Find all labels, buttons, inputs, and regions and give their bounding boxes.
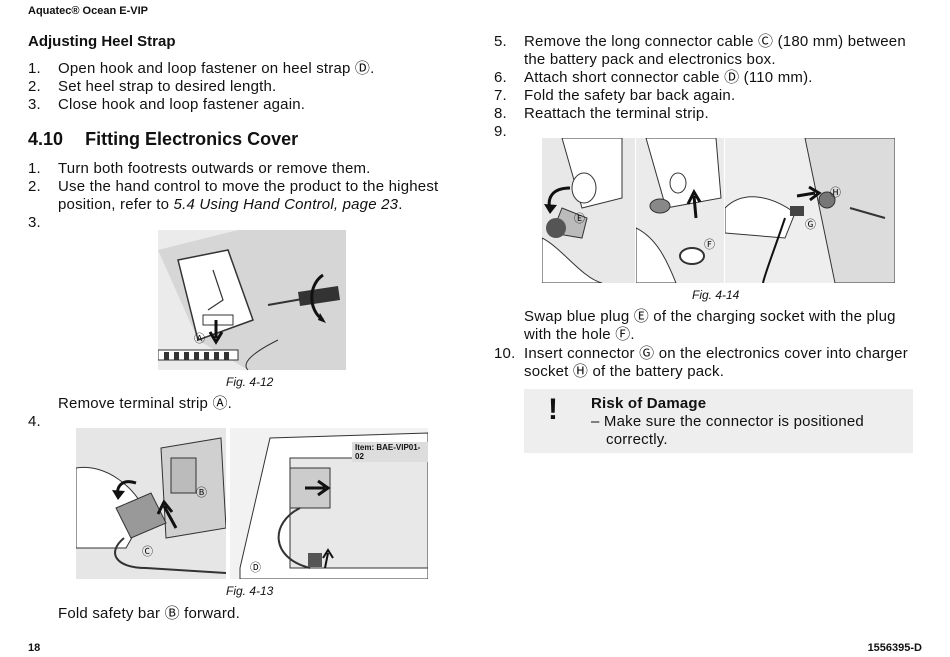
figure-4-12-image: Ⓐ: [158, 230, 346, 370]
fig13a-illustration: [76, 428, 226, 579]
fig14c-illustration: [725, 138, 895, 283]
page-number: 18: [28, 642, 41, 654]
fig13-label-d: Ⓓ: [250, 562, 261, 574]
fig14-label-e: Ⓔ: [574, 213, 585, 225]
section-steps: 1. Turn both footrests outwards or remov…: [28, 160, 458, 240]
fig12-illustration: [158, 230, 346, 370]
fig14-label-h: Ⓗ: [830, 187, 841, 199]
warning-title: Risk of Damage: [591, 395, 707, 412]
figure-4-13-left-image: Ⓑ Ⓒ: [76, 428, 226, 579]
fig13-label-c: Ⓒ: [142, 546, 153, 558]
fig14-instruction-line2: with the hole Ⓕ.: [524, 326, 635, 343]
section-step-4: 4.: [28, 413, 41, 430]
fig14b-illustration: [636, 138, 724, 283]
risk-of-damage-notice: ! Risk of Damage – Make sure the connect…: [524, 389, 913, 453]
fig12-label-a: Ⓐ: [194, 333, 205, 345]
step-10: 10. Insert connector Ⓖ on the electronic…: [494, 345, 908, 380]
fig13-instruction: Fold safety bar Ⓑ forward.: [58, 605, 240, 622]
figure-4-14-panel-1: Ⓔ: [542, 138, 635, 283]
fig14-label-g: Ⓖ: [805, 219, 816, 231]
section-title: Fitting Electronics Cover: [85, 129, 299, 149]
warning-line-2: correctly.: [606, 431, 668, 448]
section-step-2-cont: position, refer to 5.4 Using Hand Contro…: [58, 196, 403, 213]
figure-4-14-panel-2: Ⓕ: [636, 138, 724, 283]
heel-strap-steps: 1. Open hook and loop fastener on heel s…: [28, 60, 375, 113]
figure-4-14-panel-3: Ⓗ Ⓖ: [725, 138, 895, 283]
document-header: Aquatec® Ocean E-VIP: [28, 5, 148, 17]
figure-4-12-caption: Fig. 4-12: [226, 375, 274, 389]
figure-4-13-right-image: Item: BAE-VIP01-02 Ⓓ: [230, 428, 428, 579]
right-steps: 5. Remove the long connector cable Ⓒ (18…: [494, 33, 924, 153]
figure-4-14-caption: Fig. 4-14: [692, 288, 740, 302]
cross-reference-link[interactable]: 5.4 Using Hand Control, page 23: [173, 196, 399, 213]
figure-4-13-caption: Fig. 4-13: [226, 584, 274, 598]
step-5-cont: the battery pack and electronics box.: [524, 51, 776, 68]
fig14a-illustration: [542, 138, 635, 283]
section-number: 4.10: [28, 129, 64, 149]
fig13-label-b: Ⓑ: [196, 487, 207, 499]
fig13-item-code: Item: BAE-VIP01-02: [352, 442, 428, 462]
fig14-label-f: Ⓕ: [704, 239, 715, 251]
section-heading: 4.10 Fitting Electronics Cover: [28, 129, 298, 150]
warning-line-1: – Make sure the connector is positioned: [591, 413, 864, 430]
document-number: 1556395-D: [867, 642, 922, 654]
fig14-instruction-line1: Swap blue plug Ⓔ of the charging socket …: [524, 308, 896, 325]
fig12-instruction: Remove terminal strip Ⓐ.: [58, 395, 233, 412]
heel-strap-heading: Adjusting Heel Strap: [28, 33, 176, 50]
warning-icon: !: [548, 393, 558, 426]
